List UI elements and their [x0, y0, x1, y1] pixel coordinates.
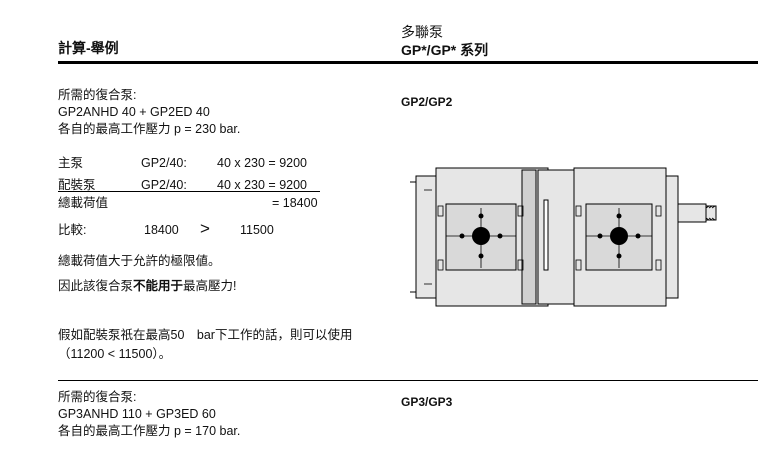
row-label: 配裝泵: [58, 178, 96, 192]
row-calc: 40 x 230 = 9200: [217, 178, 308, 192]
row-calc: = 18400: [272, 196, 318, 210]
series-code: GP*/GP* 系列: [401, 42, 489, 58]
note-conclusion: 因此該復合泵不能用于最高壓力!: [58, 279, 237, 293]
figure-label: GP2/GP2: [401, 95, 453, 109]
sum-rule: [58, 191, 320, 192]
compare-operator: >: [200, 219, 210, 238]
required-label: 所需的復合泵:: [58, 88, 137, 102]
note-alternative-line1: 假如配裝泵祇在最高50 bar下工作的話，則可以使用: [58, 328, 353, 342]
row-label: 主泵: [58, 156, 84, 170]
note-exceeds-limit: 總載荷值大于允許的極限値。: [58, 254, 221, 268]
section-rule: [58, 380, 758, 381]
max-pressure: 各自的最高工作壓力 p = 170 bar.: [58, 424, 241, 438]
page-title-left: 計算-舉例: [58, 40, 119, 56]
note-alternative-line2: （11200 < 11500）。: [58, 347, 172, 361]
required-label: 所需的復合泵:: [58, 390, 137, 404]
row-type: GP2/40:: [141, 156, 187, 170]
compare-right: 11500: [240, 223, 274, 237]
row-label: 總載荷值: [58, 196, 109, 210]
pump-model: GP3ANHD 110 + GP3ED 60: [58, 407, 216, 421]
max-pressure: 各自的最高工作壓力 p = 230 bar.: [58, 122, 241, 136]
compare-left: 18400: [144, 223, 179, 237]
series-name: 多聯泵: [401, 24, 443, 40]
compare-label: 比較:: [58, 223, 87, 237]
header-rule: [58, 61, 758, 64]
pump-model: GP2ANHD 40 + GP2ED 40: [58, 105, 210, 119]
row-type: GP2/40:: [141, 178, 187, 192]
row-calc: 40 x 230 = 9200: [217, 156, 308, 170]
figure-label: GP3/GP3: [401, 395, 453, 409]
double-gear-pump-drawing: [410, 167, 717, 307]
